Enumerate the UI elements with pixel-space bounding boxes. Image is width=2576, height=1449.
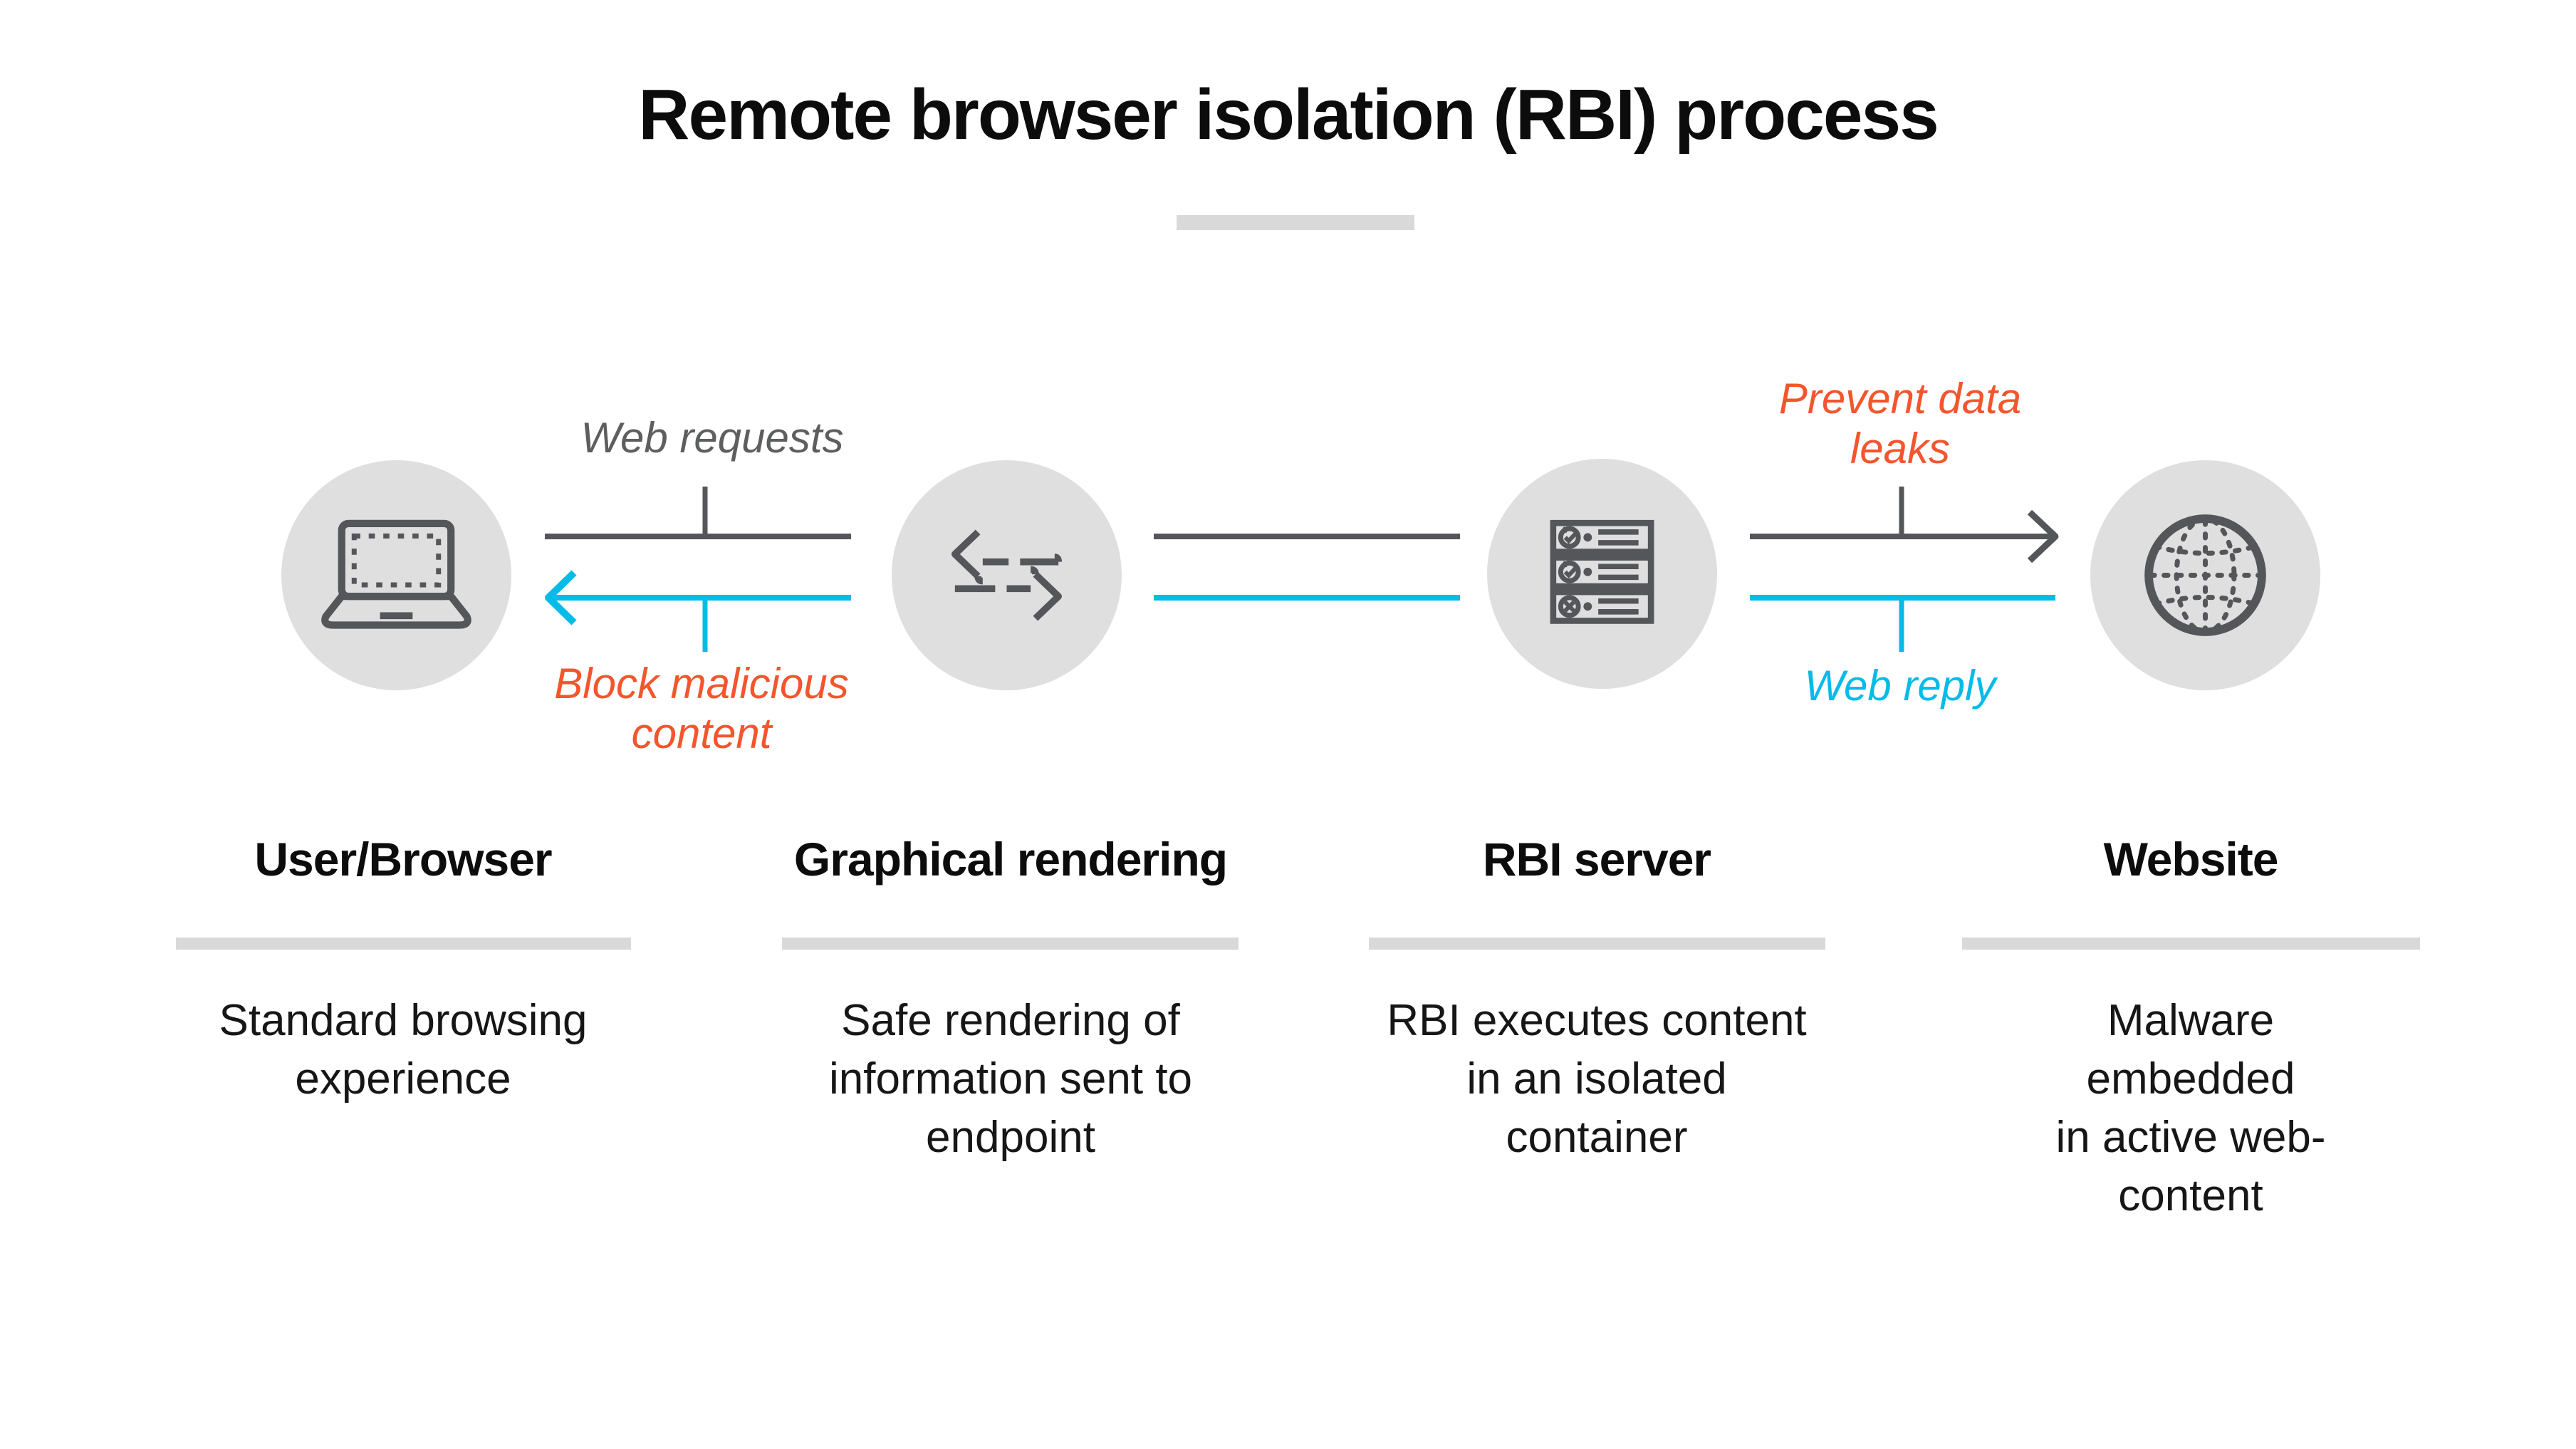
column-title-user-browser: User/Browser — [254, 833, 552, 886]
block-malicious-content-label: Block malicious content — [554, 660, 849, 757]
column-desc-rbi-server: RBI executes content in an isolated cont… — [1387, 996, 1807, 1162]
transfer-arrows-icon — [951, 529, 1063, 621]
node-graphical-rendering — [892, 460, 1122, 690]
connector-requests-user-to-rendering — [545, 487, 851, 539]
column-title-rbi-server: RBI server — [1482, 833, 1711, 886]
node-user-browser — [281, 460, 511, 690]
column-divider — [1962, 938, 2420, 950]
connector-rendering-to-server — [1154, 534, 1460, 601]
column-desc-website: Malware embedded in active web-content — [2055, 996, 2326, 1220]
prevent-data-leaks-label: Prevent data leaks — [1778, 375, 2022, 472]
web-reply-label: Web reply — [1804, 662, 1996, 710]
column-title-website: Website — [2103, 833, 2279, 886]
laptop-icon — [321, 519, 471, 629]
web-requests-label: Web requests — [580, 414, 844, 462]
page-title: Remote browser isolation (RBI) process — [638, 75, 1939, 155]
connector-requests-server-to-website — [1750, 487, 2059, 564]
title-underline — [1177, 215, 1414, 230]
globe-icon — [2144, 514, 2266, 636]
connector-reply-rendering-to-user — [545, 570, 851, 652]
column-desc-user-browser: Standard browsing experience — [219, 996, 588, 1103]
column-divider — [176, 938, 631, 950]
column-divider — [1369, 938, 1825, 950]
column-title-graphical-rendering: Graphical rendering — [793, 833, 1228, 886]
node-rbi-server — [1487, 459, 1717, 689]
node-website — [2090, 460, 2320, 690]
server-stack-icon — [1550, 519, 1654, 624]
column-divider — [782, 938, 1239, 950]
column-desc-graphical-rendering: Safe rendering of information sent to en… — [828, 996, 1193, 1162]
connector-reply-website-to-server — [1750, 595, 2055, 652]
